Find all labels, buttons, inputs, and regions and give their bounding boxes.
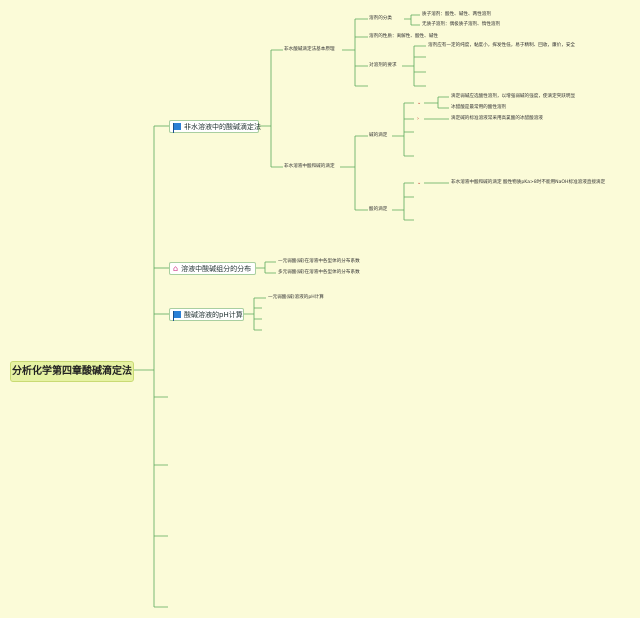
node-acid-base-titration[interactable]: 非水溶液中酸和碱的滴定 (284, 164, 335, 169)
node-polyprotic-distribution[interactable]: 多元弱酸(碱)在溶液中各型体的分布系数 (278, 270, 360, 275)
node-base-note-3[interactable]: 滴定碱的标准溶液常采用高氯酸的冰醋酸溶液 (451, 116, 543, 121)
node-solvent-class[interactable]: 溶剂的分类 (369, 16, 392, 21)
connector-b1-sub1 (342, 18, 368, 87)
node-acid-titration[interactable]: 酸的滴定 (369, 207, 388, 212)
flag-icon (173, 122, 181, 133)
branch-label: 非水溶液中的酸碱滴定法 (184, 123, 261, 131)
branch-distribution[interactable]: ⌂溶液中酸碱组分的分布 (169, 262, 256, 275)
node-base-note-2[interactable]: 冰醋酸是最常用的酸性溶剂 (451, 105, 507, 110)
connector-b2 (256, 261, 276, 274)
node-base-note-1[interactable]: 滴定弱碱应选酸性溶剂，以增强弱碱的强度，使滴定突跃明显 (451, 94, 576, 99)
collapse-marker-icon[interactable]: ⌄ (417, 100, 422, 106)
flag-icon (173, 310, 181, 321)
connector-req (402, 45, 426, 87)
node-monoprotic-distribution[interactable]: 一元弱酸(碱)在溶液中各型体的分布系数 (278, 259, 360, 264)
node-basic-principle[interactable]: 非水酸碱滴定法基本原理 (284, 47, 335, 52)
node-solvent-requirements[interactable]: 对溶剂的要求 (369, 63, 397, 68)
connector-acid (392, 182, 449, 221)
connector-base (392, 102, 414, 157)
connector-base-sub (424, 96, 449, 120)
root-topic[interactable]: 分析化学第四章酸碱滴定法 (10, 361, 134, 382)
collapse-marker-icon[interactable]: ⌄ (417, 180, 422, 186)
node-aprotic-solvent[interactable]: 无质子溶剂：偶极质子溶剂、惰性溶剂 (422, 22, 501, 27)
node-base-titration[interactable]: 碱的滴定 (369, 133, 388, 138)
connector-b1 (259, 49, 283, 168)
node-solvent-property[interactable]: 溶剂的性质：离解性、酸性、碱性 (369, 34, 438, 39)
branch-ph-calculation[interactable]: 酸碱溶液的pH计算 (169, 308, 244, 321)
connector-b3 (244, 297, 266, 331)
expand-marker-icon[interactable]: › (417, 116, 419, 122)
node-protic-solvent[interactable]: 质子溶剂：酸性、碱性、两性溶剂 (422, 12, 491, 17)
connector-b1-sub2 (340, 135, 368, 211)
branch-nonaqueous-titration[interactable]: 非水溶液中的酸碱滴定法 (169, 120, 261, 133)
connector-protic (404, 14, 420, 26)
node-requirement-text[interactable]: 溶剂应有一定的纯度，黏度小，挥发性低，易于精制、回收，廉价，安全 (428, 43, 576, 48)
branch-label: 溶液中酸碱组分的分布 (181, 265, 252, 273)
node-monoprotic-ph[interactable]: 一元弱酸(碱)溶液的pH计算 (268, 295, 324, 300)
home-icon: ⌂ (173, 264, 179, 273)
node-acid-note-1[interactable]: 非水溶液中酸和碱的滴定 酸性物质pKa>8时不能用NaOH标准溶液直接滴定 (451, 180, 606, 185)
connector-empty (154, 396, 168, 608)
branch-label: 酸碱溶液的pH计算 (184, 311, 243, 319)
connector-root (132, 126, 155, 607)
